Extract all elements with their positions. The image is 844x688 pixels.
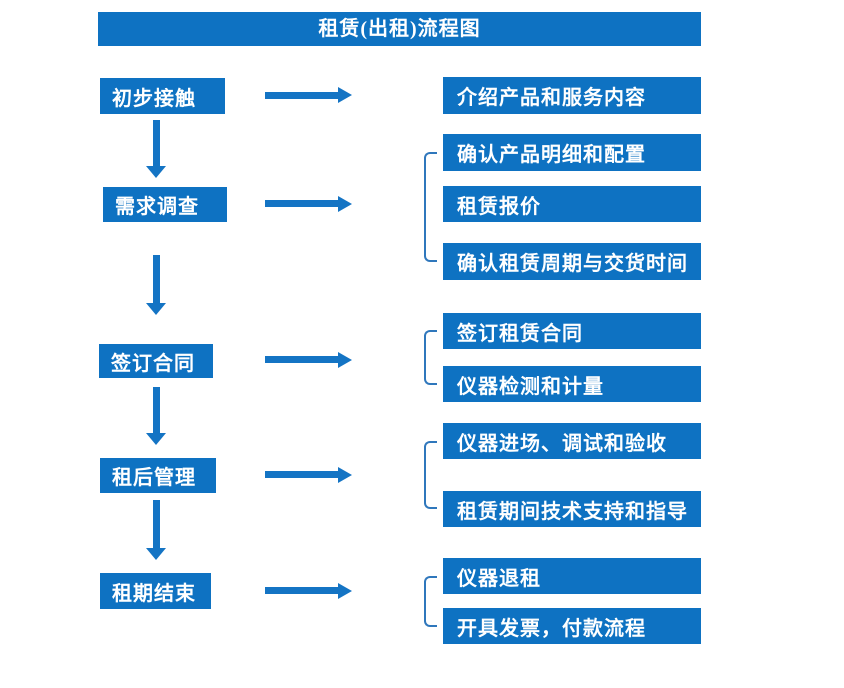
diagram-title: 租赁(出租)流程图 [98,12,701,46]
bracket-demand-survey-group [424,152,437,262]
output-box: 签订租赁合同 [443,313,701,349]
stage-box-demand-survey: 需求调查 [103,187,227,222]
output-box: 确认产品明细和配置 [443,134,701,171]
stage-box-lease-end: 租期结束 [100,573,211,609]
output-box: 租赁报价 [443,186,701,222]
output-box: 仪器检测和计量 [443,366,701,402]
stage-box-sign-contract: 签订合同 [99,344,213,378]
output-box: 租赁期间技术支持和指导 [443,491,701,527]
output-box: 开具发票，付款流程 [443,608,701,644]
bracket-sign-contract-group [424,330,437,385]
output-box: 仪器退租 [443,558,701,594]
stage-box-initial-contact: 初步接触 [100,78,225,114]
output-box: 介绍产品和服务内容 [443,77,701,114]
output-box: 确认租赁周期与交货时间 [443,243,701,280]
bracket-post-rental-group [424,441,437,509]
bracket-lease-end-group [424,576,437,627]
stage-box-post-rental-management: 租后管理 [100,458,216,493]
output-box: 仪器进场、调试和验收 [443,423,701,459]
